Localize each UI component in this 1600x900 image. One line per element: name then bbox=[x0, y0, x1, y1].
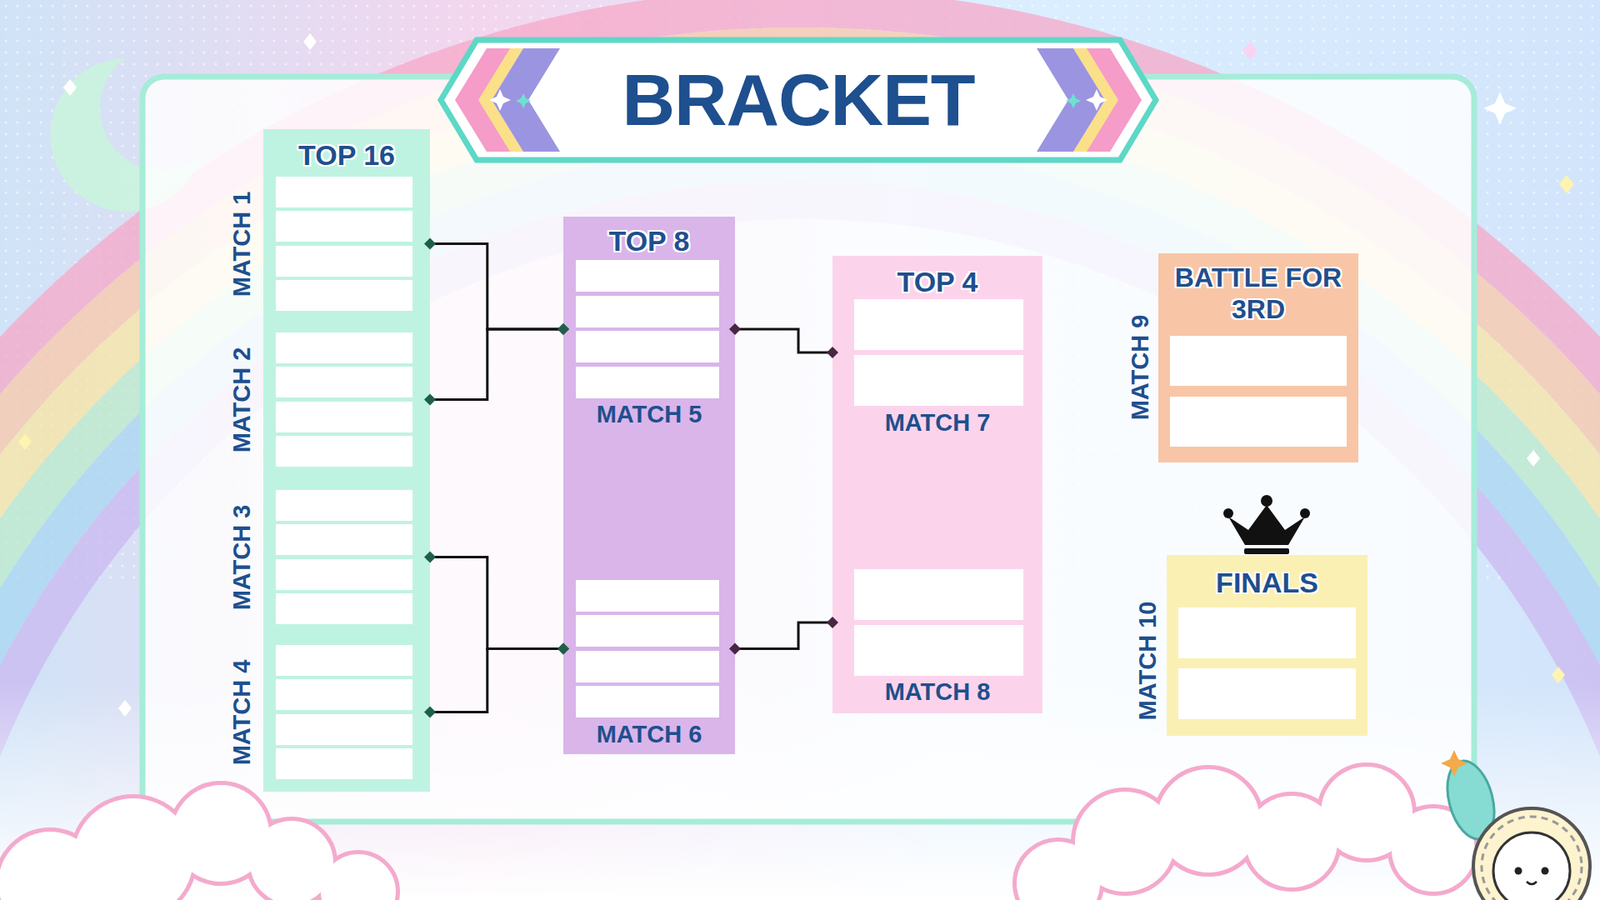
entry-slot bbox=[575, 615, 720, 647]
joint-diamond bbox=[424, 551, 436, 564]
entry-slot bbox=[275, 401, 413, 433]
round-heading: TOP 16 bbox=[263, 139, 430, 172]
match-label: MATCH 5 bbox=[563, 400, 735, 429]
round-heading: BATTLE FOR 3RD bbox=[1170, 261, 1346, 325]
joint-diamond bbox=[424, 706, 436, 719]
entry-slot bbox=[854, 299, 1024, 350]
entry-slot bbox=[575, 366, 720, 399]
round-panel: TOP 4MATCH 7MATCH 8 bbox=[832, 255, 1043, 714]
round-heading: FINALS bbox=[1166, 566, 1368, 600]
bracket-connector bbox=[424, 643, 570, 719]
bracket-line bbox=[735, 329, 833, 353]
bracket-line bbox=[430, 649, 564, 713]
joint-diamond bbox=[729, 643, 741, 655]
entry-slot bbox=[854, 569, 1024, 620]
match-label: MATCH 10 bbox=[1134, 601, 1162, 721]
card bbox=[142, 76, 1475, 822]
joint-diamond bbox=[826, 616, 839, 629]
entry-slot bbox=[575, 685, 720, 718]
match-group: MATCH 5 bbox=[563, 260, 735, 399]
title-text: BRACKET bbox=[621, 63, 975, 137]
match-group: MATCH 1 bbox=[275, 176, 430, 311]
entry-slot bbox=[854, 625, 1024, 676]
placement-panel: BATTLE FOR 3RDMATCH 9 bbox=[1158, 253, 1359, 463]
bracket-line bbox=[430, 244, 564, 330]
entry-slot bbox=[575, 295, 720, 328]
match-label: MATCH 2 bbox=[228, 346, 256, 453]
match-group: MATCH 8 bbox=[832, 569, 1043, 676]
match-group: MATCH 2 bbox=[275, 332, 430, 467]
bracket-connector bbox=[424, 551, 570, 655]
entry-slot bbox=[275, 679, 413, 710]
entry-slot bbox=[275, 748, 413, 780]
match-label: MATCH 3 bbox=[228, 504, 256, 610]
match-label: MATCH 7 bbox=[832, 409, 1043, 437]
round-panel: TOP 8MATCH 5MATCH 6 bbox=[563, 216, 735, 755]
entry-slot bbox=[1170, 396, 1347, 447]
rainbow bbox=[0, 8, 1600, 900]
entry-slot bbox=[275, 435, 413, 467]
entry-slot bbox=[575, 330, 720, 363]
entry-slot bbox=[275, 714, 413, 745]
joint-diamond bbox=[557, 643, 570, 655]
match-label: MATCH 8 bbox=[832, 678, 1043, 706]
bracket-connector bbox=[729, 616, 839, 655]
match-group: MATCH 6 bbox=[563, 580, 735, 718]
banner bbox=[440, 40, 1156, 160]
round-panel: TOP 16 MATCH 1 MATCH 2 MATCH 3 MATCH 4 bbox=[263, 129, 430, 792]
entry-slot bbox=[275, 210, 413, 242]
clouds-right bbox=[1016, 766, 1475, 900]
title-box: BRACKET bbox=[440, 40, 1156, 160]
entry-slot bbox=[1178, 668, 1356, 720]
bracket-line bbox=[430, 557, 564, 650]
match-label: MATCH 6 bbox=[563, 720, 735, 749]
bracket-connector bbox=[729, 323, 839, 359]
entry-slot bbox=[854, 355, 1024, 406]
entry-slot bbox=[575, 580, 720, 612]
joint-diamond bbox=[557, 323, 570, 335]
bracket-line bbox=[735, 622, 833, 650]
clouds-left bbox=[0, 785, 396, 900]
entry-slot bbox=[275, 332, 413, 364]
joint-diamond bbox=[557, 323, 570, 335]
entry-slot bbox=[275, 559, 413, 590]
round-heading: TOP 4 bbox=[832, 265, 1043, 299]
joint-diamond bbox=[826, 346, 839, 359]
crown-icon bbox=[1223, 495, 1310, 555]
entry-slot bbox=[275, 245, 413, 277]
match-group: MATCH 3 bbox=[275, 490, 430, 625]
joint-diamond bbox=[729, 323, 741, 335]
entry-slot bbox=[575, 260, 720, 292]
entry-slot bbox=[1178, 607, 1356, 659]
entry-slot bbox=[275, 593, 413, 625]
joint-diamond bbox=[424, 238, 436, 250]
bracket-connector bbox=[424, 238, 570, 336]
match-label: MATCH 9 bbox=[1126, 315, 1155, 421]
match-label: MATCH 1 bbox=[228, 190, 256, 297]
entry-slot bbox=[1170, 335, 1347, 386]
entry-slot bbox=[275, 490, 413, 521]
mascot bbox=[1439, 750, 1590, 900]
match-group: MATCH 4 bbox=[275, 645, 430, 780]
bracket-line bbox=[430, 329, 564, 400]
bracket-connector bbox=[424, 323, 570, 406]
joint-diamond bbox=[557, 643, 570, 655]
joint-diamond bbox=[424, 394, 436, 406]
round-heading: TOP 8 bbox=[563, 225, 735, 258]
entry-slot bbox=[275, 176, 413, 208]
entry-slot bbox=[275, 366, 413, 398]
finals-panel: FINALSMATCH 10 bbox=[1166, 555, 1368, 736]
entry-slot bbox=[275, 524, 413, 555]
entry-slot bbox=[575, 650, 720, 683]
entry-slot bbox=[275, 645, 413, 676]
entry-slot bbox=[275, 280, 413, 311]
match-group: MATCH 7 bbox=[832, 299, 1043, 406]
match-label: MATCH 4 bbox=[228, 659, 256, 765]
